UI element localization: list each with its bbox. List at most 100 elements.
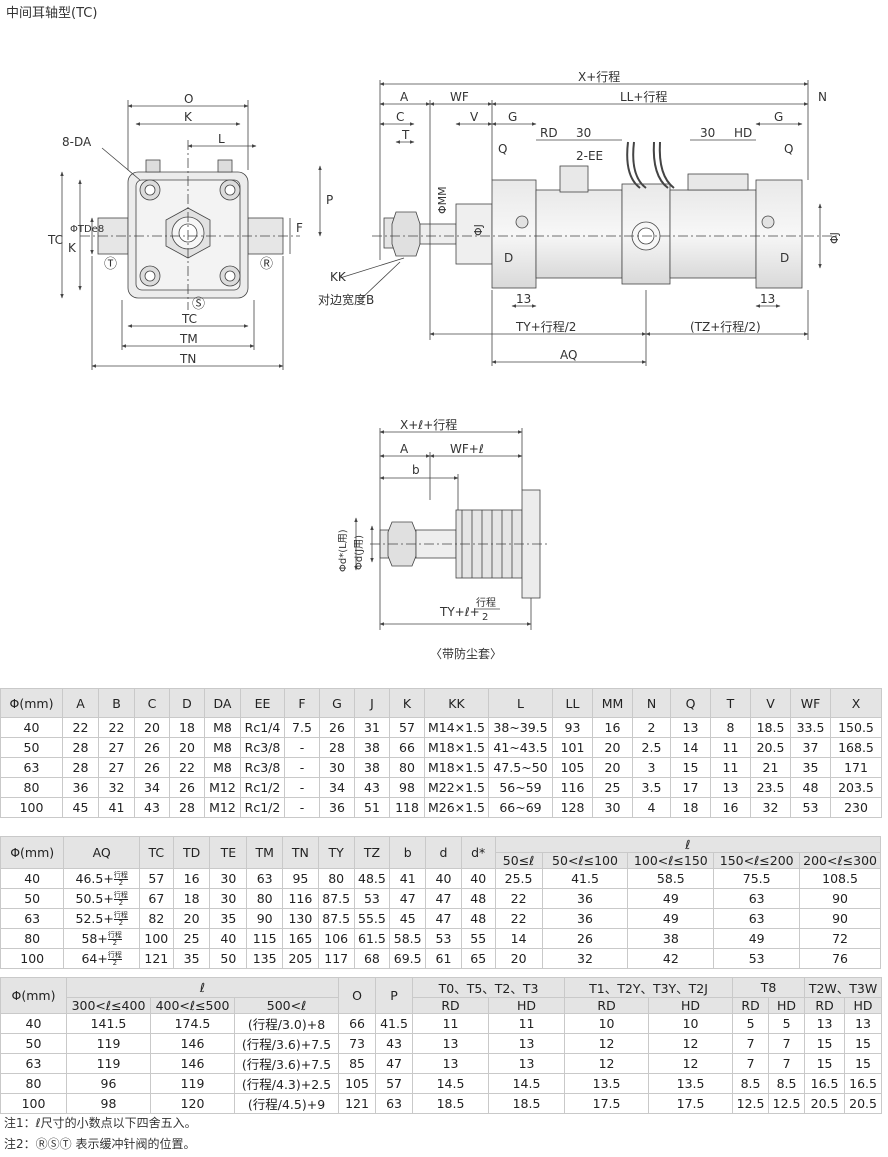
table-cell: 41.5 <box>541 868 629 889</box>
table-cell: 100 <box>138 928 174 949</box>
dim-A: A <box>400 90 409 104</box>
table-cell: 17 <box>670 777 711 798</box>
table-cell: 73 <box>338 1033 377 1054</box>
table-1-header-cell: LL <box>552 688 593 718</box>
table-cell: 8.5 <box>768 1073 806 1094</box>
dim-MM: ΦMM <box>436 186 449 214</box>
table-2-l-range: 100<ℓ≤150 <box>627 852 715 869</box>
dim-13-right: 13 <box>760 292 775 306</box>
table-cell: 12 <box>564 1033 650 1054</box>
dim-TN: TN <box>179 352 196 366</box>
table-cell: 80 <box>317 868 355 889</box>
table-cell: 37 <box>790 737 831 758</box>
table-cell: 38 <box>627 928 715 949</box>
table-cell: 18 <box>670 797 711 818</box>
table-cell: M14×1.5 <box>424 717 489 738</box>
boot-dim-WF: WF+ℓ <box>450 442 484 456</box>
table-3-l-header: ℓ <box>65 977 340 998</box>
table-cell: 80 <box>389 757 425 778</box>
table-2-l-range: 150<ℓ≤200 <box>713 852 801 869</box>
table-3-group-header: T1、T2Y、T3Y、T2J <box>564 977 734 998</box>
table-2-l-range: 200<ℓ≤300 <box>799 852 881 869</box>
table-3-sub-header: RD <box>732 997 770 1014</box>
table-cell: 57 <box>375 1073 414 1094</box>
table-cell: 135 <box>246 948 284 969</box>
table-1-header-cell: K <box>389 688 425 718</box>
table-cell: 66~69 <box>488 797 553 818</box>
table-cell: 17.5 <box>564 1093 650 1114</box>
table-3-group-header: T0、T5、T2、T3 <box>412 977 566 998</box>
table-cell: Rc1/2 <box>240 797 285 818</box>
aq-value: 46.5+ <box>75 870 114 886</box>
table-cell: 3 <box>632 757 671 778</box>
table-cell: 26 <box>319 717 355 738</box>
dim-D: D <box>504 251 513 265</box>
table-cell: 101 <box>552 737 593 758</box>
table-cell: 118 <box>389 797 425 818</box>
table-cell: 16.5 <box>804 1073 846 1094</box>
table-cell: 50 <box>0 1033 67 1054</box>
table-2-header-cell: d* <box>460 836 496 869</box>
table-2-header-cell: d <box>425 836 462 869</box>
table-cell: 58.5 <box>627 868 715 889</box>
table-cell: 53 <box>713 948 801 969</box>
table-cell: 18 <box>169 717 205 738</box>
table-cell: 7 <box>732 1033 770 1054</box>
cushion-T-mark: Ⓣ <box>104 257 117 272</box>
dim-B: 对边宽度B <box>318 292 374 307</box>
table-cell: 10 <box>564 1013 650 1034</box>
dim-EE: 2-EE <box>576 149 603 163</box>
table-cell: 15 <box>844 1033 883 1054</box>
dim-WF: WF <box>450 90 469 104</box>
table-2-l-range: 50≤ℓ <box>494 852 543 869</box>
table-cell: 28 <box>169 797 205 818</box>
table-cell: 35 <box>172 948 211 969</box>
table-cell: 51 <box>354 797 390 818</box>
table-cell: 13 <box>488 1053 566 1074</box>
table-cell: 32 <box>750 797 791 818</box>
table-cell: 174.5 <box>150 1013 235 1034</box>
table-3-l-range: 500<ℓ <box>233 997 340 1014</box>
table-cell: 87.5 <box>317 888 355 909</box>
table-cell: 48.5 <box>353 868 391 889</box>
table-cell: 48 <box>790 777 831 798</box>
table-2-header-cell: TM <box>246 836 284 869</box>
table-cell: 76 <box>799 948 881 969</box>
table-cell: 117 <box>317 948 355 969</box>
table-cell: 7.5 <box>284 717 320 738</box>
table-1-header-cell: KK <box>424 688 489 718</box>
table-1-header-cell: DA <box>204 688 241 718</box>
table-cell: 115 <box>246 928 284 949</box>
table-cell: 55 <box>460 928 496 949</box>
dim-G: G <box>508 110 517 124</box>
table-3-l-range: 400<ℓ≤500 <box>150 997 235 1014</box>
table-1-header-cell: D <box>169 688 205 718</box>
table-cell: 13 <box>804 1013 846 1034</box>
table-cell: 43 <box>375 1033 414 1054</box>
table-cell: 68 <box>353 948 391 969</box>
boot-dim-b: b <box>412 463 420 477</box>
table-cell: 2.5 <box>632 737 671 758</box>
table-1-header-cell: EE <box>240 688 285 718</box>
table-cell: 56~59 <box>488 777 553 798</box>
table-cell: 80 <box>0 777 63 798</box>
table-cell: M18×1.5 <box>424 737 489 758</box>
table-cell: 14.5 <box>488 1073 566 1094</box>
table-3-sub-header: HD <box>648 997 734 1014</box>
boot-dim-dL: Φd*(L用) <box>338 529 349 572</box>
table-cell: Rc1/2 <box>240 777 285 798</box>
table-cell: 119 <box>66 1033 151 1054</box>
boot-dim-A: A <box>400 442 409 456</box>
table-cell: 27 <box>98 737 135 758</box>
